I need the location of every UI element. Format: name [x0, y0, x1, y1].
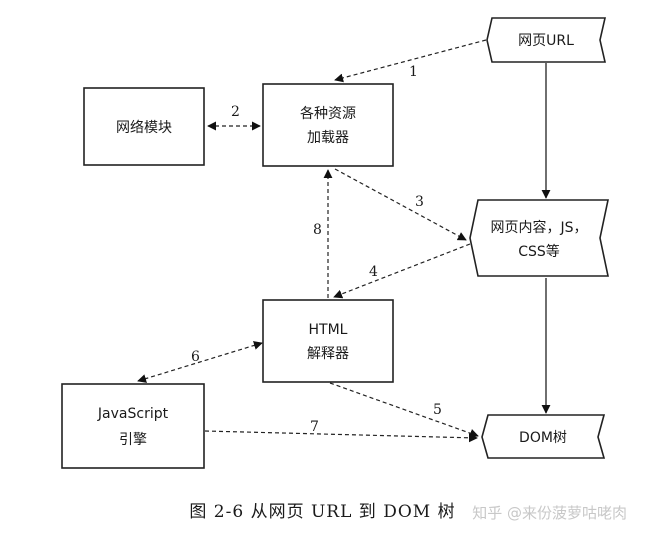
edge-label-5: 5	[433, 402, 442, 418]
svg-text:加载器: 加载器	[307, 130, 349, 146]
svg-text:HTML: HTML	[309, 322, 348, 338]
edge-3-loaders-to-content	[334, 168, 467, 241]
node-resource-loaders: 各种资源 加载器	[262, 83, 394, 167]
node-web-url: 网页URL	[486, 17, 607, 63]
edge-label-4: 4	[369, 264, 378, 280]
node-dom-tree: DOM树	[481, 414, 606, 459]
node-html-parser: HTML 解释器	[262, 299, 394, 383]
svg-text:网络模块: 网络模块	[116, 120, 172, 136]
node-network-module: 网络模块	[83, 87, 205, 166]
svg-text:CSS等: CSS等	[518, 243, 560, 260]
svg-text:网页URL: 网页URL	[518, 33, 574, 49]
figure-caption: 图 2-6 从网页 URL 到 DOM 树	[189, 502, 456, 522]
node-javascript-engine: JavaScript 引擎	[61, 383, 205, 469]
edge-6-parser-js	[137, 341, 263, 383]
edge-label-8: 8	[313, 222, 322, 238]
edge-label-2: 2	[231, 104, 240, 120]
edge-7-js-to-dom	[204, 430, 478, 443]
node-web-content: 网页内容，JS， CSS等	[469, 199, 609, 277]
edge-label-7: 7	[310, 419, 319, 435]
watermark: 知乎 @来份菠萝咕咾肉	[472, 504, 627, 522]
edge-label-3: 3	[415, 194, 424, 210]
edge-4-content-to-parser	[333, 243, 471, 299]
edge-label-1: 1	[409, 64, 418, 80]
svg-text:解释器: 解释器	[307, 346, 349, 362]
edge-label-6: 6	[191, 349, 200, 365]
edge-1-url-to-loaders	[334, 39, 487, 83]
svg-text:DOM树: DOM树	[519, 430, 567, 446]
svg-text:引擎: 引擎	[119, 432, 147, 448]
edge-5-parser-to-dom	[329, 382, 479, 438]
svg-text:网页内容，JS，: 网页内容，JS，	[490, 219, 587, 236]
svg-text:各种资源: 各种资源	[300, 106, 356, 122]
svg-text:JavaScript: JavaScript	[97, 406, 169, 422]
